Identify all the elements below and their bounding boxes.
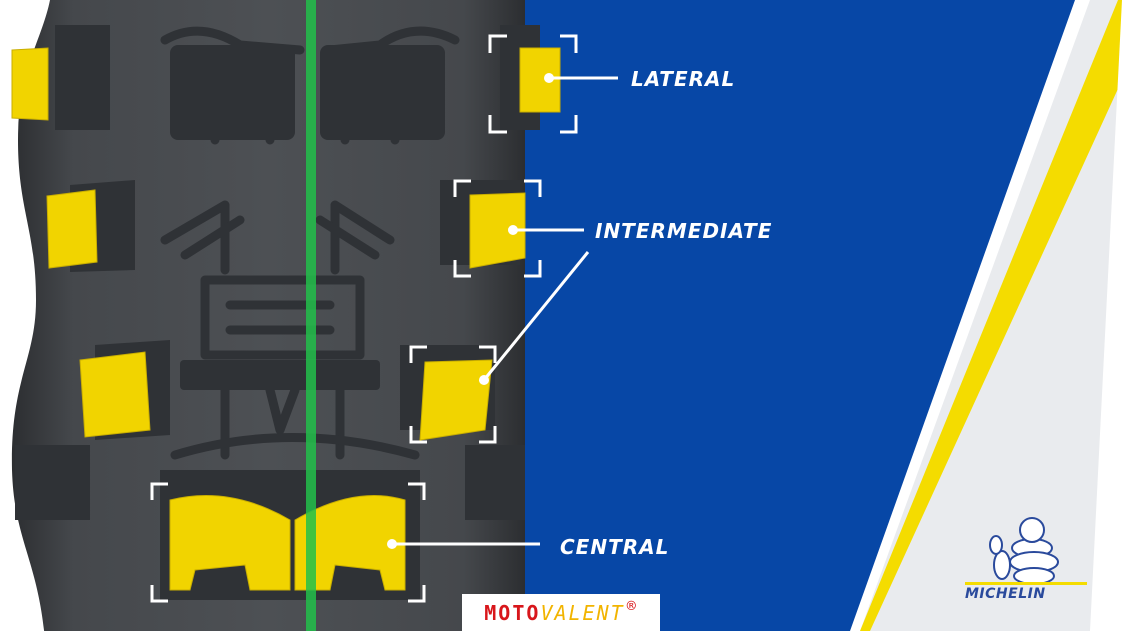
- callout-intermediate: INTERMEDIATE: [595, 219, 773, 243]
- central-block-right: [294, 495, 406, 591]
- callout-central: CENTRAL: [560, 535, 670, 559]
- michelin-logo-underline: [965, 582, 1087, 585]
- bracket-intermediate: [453, 179, 542, 278]
- callout-lateral: LATERAL: [631, 67, 736, 91]
- lateral-block-right: [519, 47, 561, 113]
- tire-center-line: [306, 0, 316, 631]
- callout-leader-lines: [392, 76, 618, 546]
- background-yellow-stripe: [860, 0, 1122, 631]
- tread-blocks-highlighted: [11, 47, 561, 591]
- bracket-central: [150, 482, 426, 603]
- intermediate-block-left-lower: [79, 351, 151, 438]
- callout-dots: [387, 73, 554, 549]
- background-blue-panel: [490, 0, 1075, 631]
- watermark-moto: MOTO: [484, 600, 541, 625]
- intermediate-block-right-lower: [419, 359, 493, 441]
- intermediate-block-right: [469, 192, 526, 269]
- bracket-lateral: [488, 34, 578, 134]
- lateral-block-left: [11, 47, 49, 121]
- central-block-left: [169, 495, 291, 591]
- background-right-corner: [1090, 0, 1122, 631]
- bracket-intermediate-lower: [409, 345, 497, 444]
- intermediate-block-left: [46, 189, 98, 269]
- michelin-wordmark: MICHELIN: [965, 586, 1046, 602]
- watermark-registered-mark: ®: [626, 596, 638, 615]
- selection-brackets: [150, 34, 578, 603]
- motovalent-watermark: MOTO VALENT ®: [462, 594, 660, 631]
- watermark-valent: VALENT: [540, 600, 625, 625]
- michelin-man-logo: [989, 517, 1059, 585]
